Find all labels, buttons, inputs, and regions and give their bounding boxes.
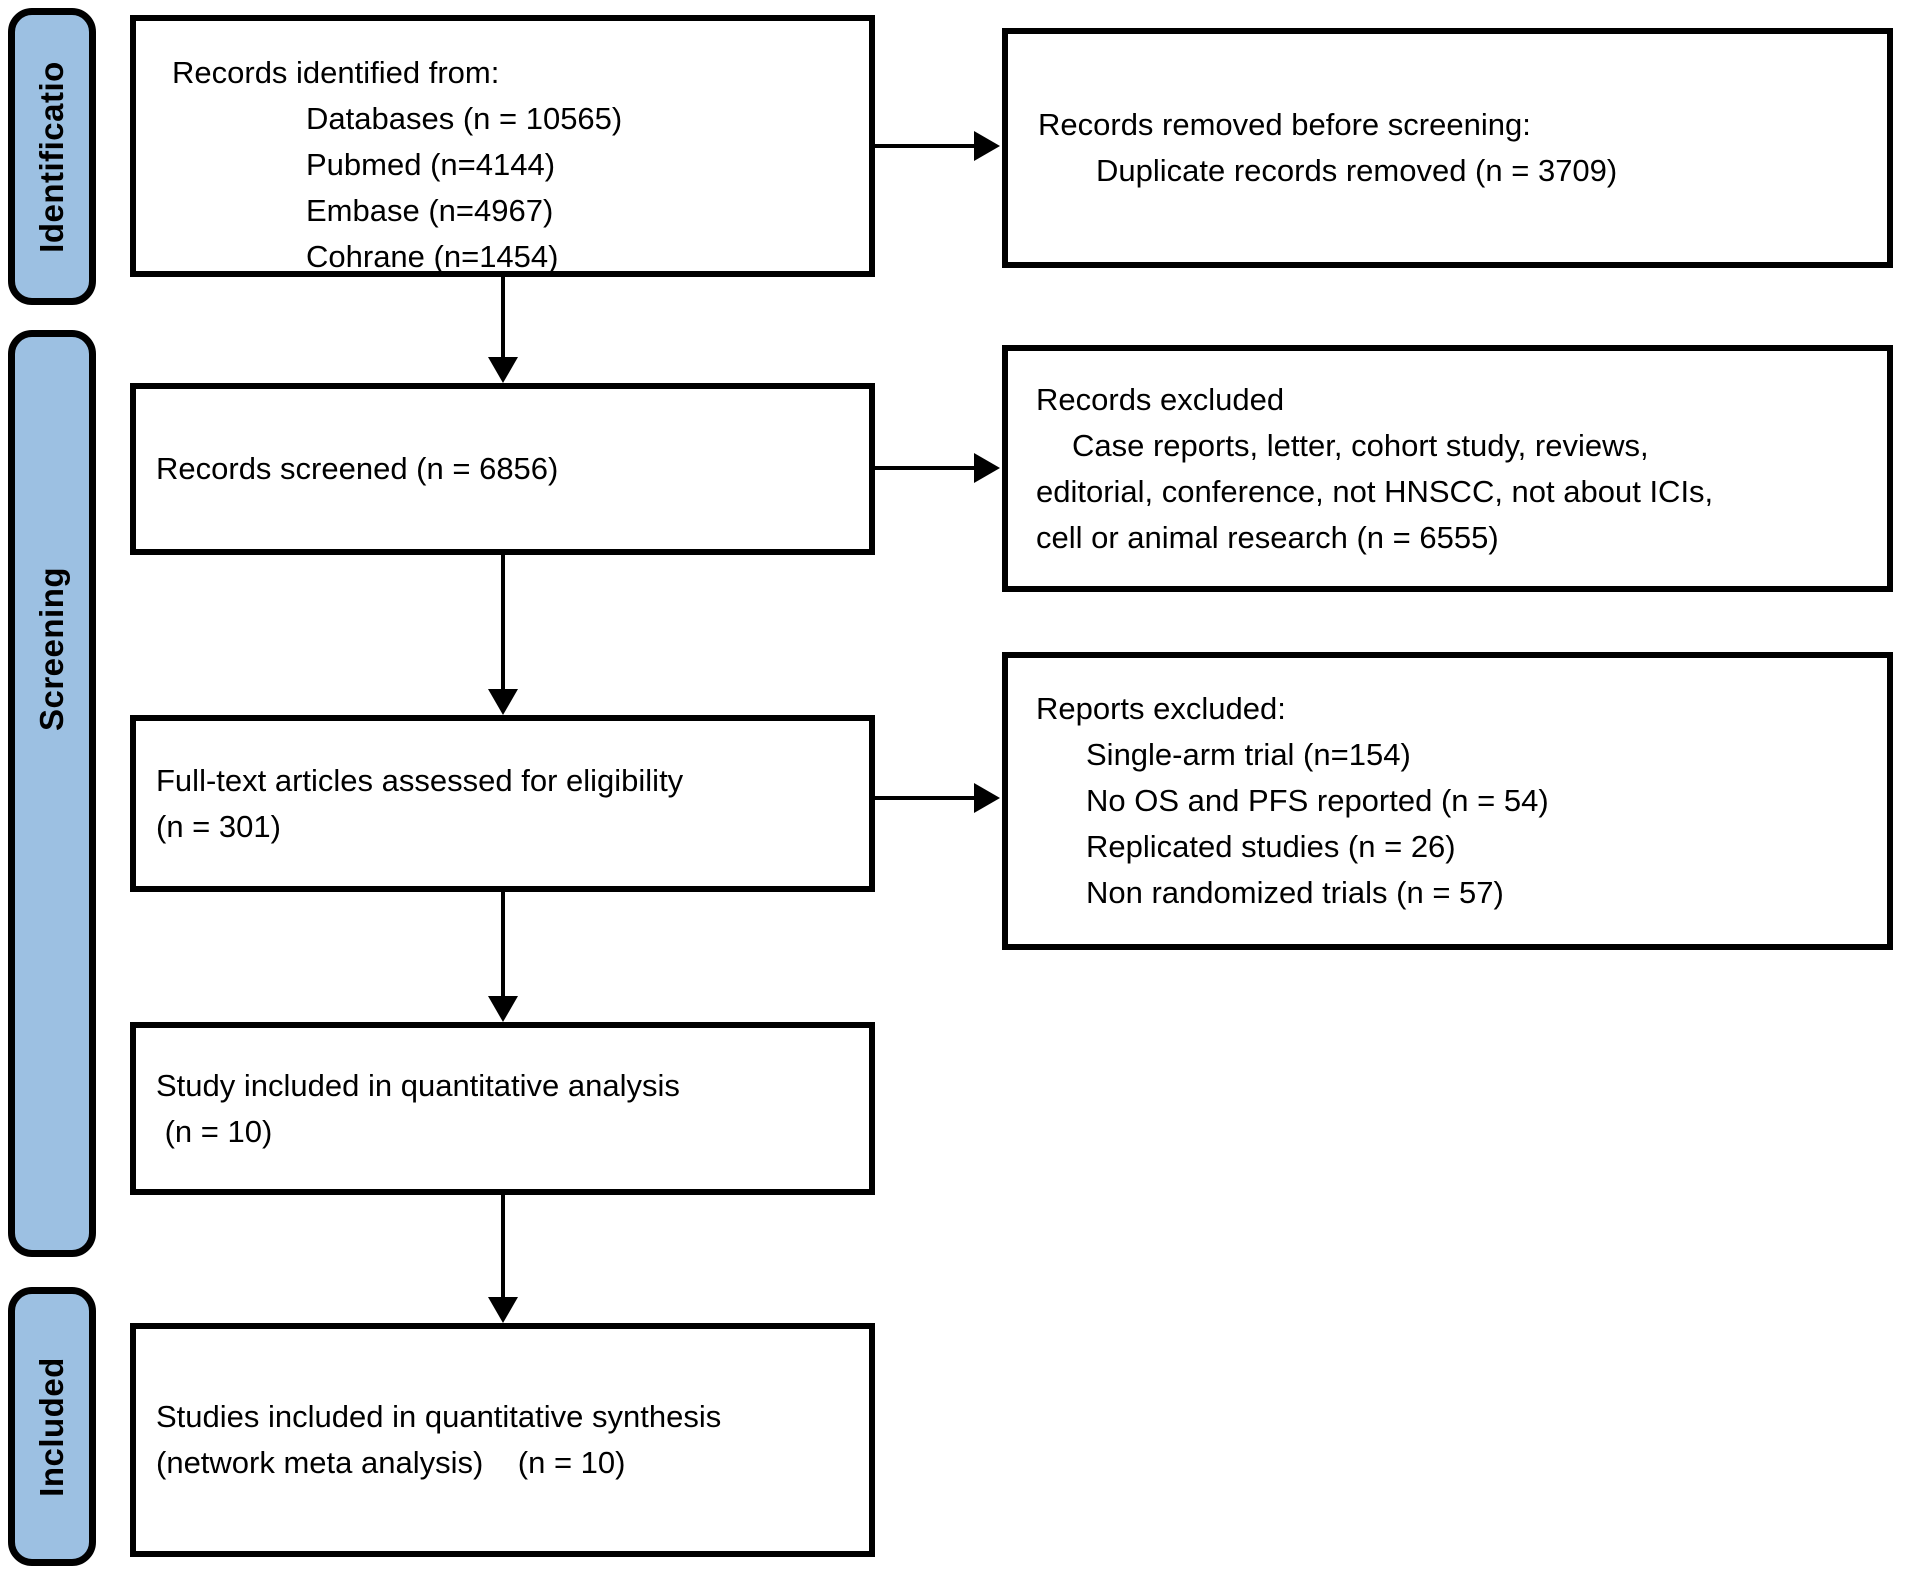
box-line: Studies included in quantitative synthes… — [156, 1399, 722, 1434]
box-line: editorial, conference, not HNSCC, not ab… — [1036, 473, 1714, 509]
box-quantitative-synthesis: Studies included in quantitative synthes… — [130, 1323, 875, 1557]
box-line: Full-text articles assessed for eligibil… — [156, 762, 684, 798]
box-reports-excluded: Reports excluded: Single-arm trial (n=15… — [1002, 652, 1893, 950]
arrow-down-icon — [501, 277, 505, 357]
box-line: Records identified from: — [172, 55, 500, 90]
arrow-down-icon — [501, 555, 505, 689]
box-records-screened: Records screened (n = 6856) — [130, 383, 875, 555]
stage-label-included: Included — [33, 1356, 70, 1497]
box-line: Case reports, letter, cohort study, revi… — [1072, 427, 1649, 463]
arrow-right-icon — [875, 466, 974, 470]
box-line: (network meta analysis) (n = 10) — [156, 1445, 626, 1480]
box-line: Databases (n = 10565) — [306, 101, 623, 136]
box-line: Cohrane (n=1454) — [306, 239, 559, 274]
box-records-identified: Records identified from: Databases (n = … — [130, 15, 875, 277]
box-line: cell or animal research (n = 6555) — [1036, 519, 1499, 555]
box-line: Non randomized trials (n = 57) — [1086, 875, 1504, 910]
box-line: Study included in quantitative analysis — [156, 1067, 680, 1103]
box-line: No OS and PFS reported (n = 54) — [1086, 783, 1549, 818]
box-line: Duplicate records removed (n = 3709) — [1096, 153, 1618, 188]
box-records-excluded: Records excluded Case reports, letter, c… — [1002, 345, 1893, 592]
arrow-down-icon — [501, 1195, 505, 1297]
box-line: (n = 301) — [156, 808, 281, 844]
box-line: Embase (n=4967) — [306, 193, 554, 228]
box-line: Single-arm trial (n=154) — [1086, 737, 1411, 772]
box-fulltext-assessed: Full-text articles assessed for eligibil… — [130, 715, 875, 892]
box-line: (n = 10) — [156, 1113, 273, 1149]
box-line: Records removed before screening: — [1038, 107, 1531, 142]
box-quantitative-analysis: Study included in quantitative analysis … — [130, 1022, 875, 1195]
stage-bar-identification: Identificatio — [8, 8, 96, 305]
box-line: Replicated studies (n = 26) — [1086, 829, 1456, 864]
stage-label-screening: Screening — [33, 566, 70, 731]
stage-label-identification: Identificatio — [33, 60, 70, 253]
box-line: Records screened (n = 6856) — [156, 451, 559, 486]
box-line: Records excluded — [1036, 381, 1285, 417]
arrow-right-icon — [875, 796, 974, 800]
box-records-removed: Records removed before screening: Duplic… — [1002, 28, 1893, 268]
arrow-down-icon — [501, 892, 505, 996]
arrow-right-icon — [875, 144, 974, 148]
stage-bar-included: Included — [8, 1287, 96, 1566]
box-line: Pubmed (n=4144) — [306, 147, 556, 182]
box-line: Reports excluded: — [1036, 691, 1286, 726]
stage-bar-screening: Screening — [8, 330, 96, 1257]
